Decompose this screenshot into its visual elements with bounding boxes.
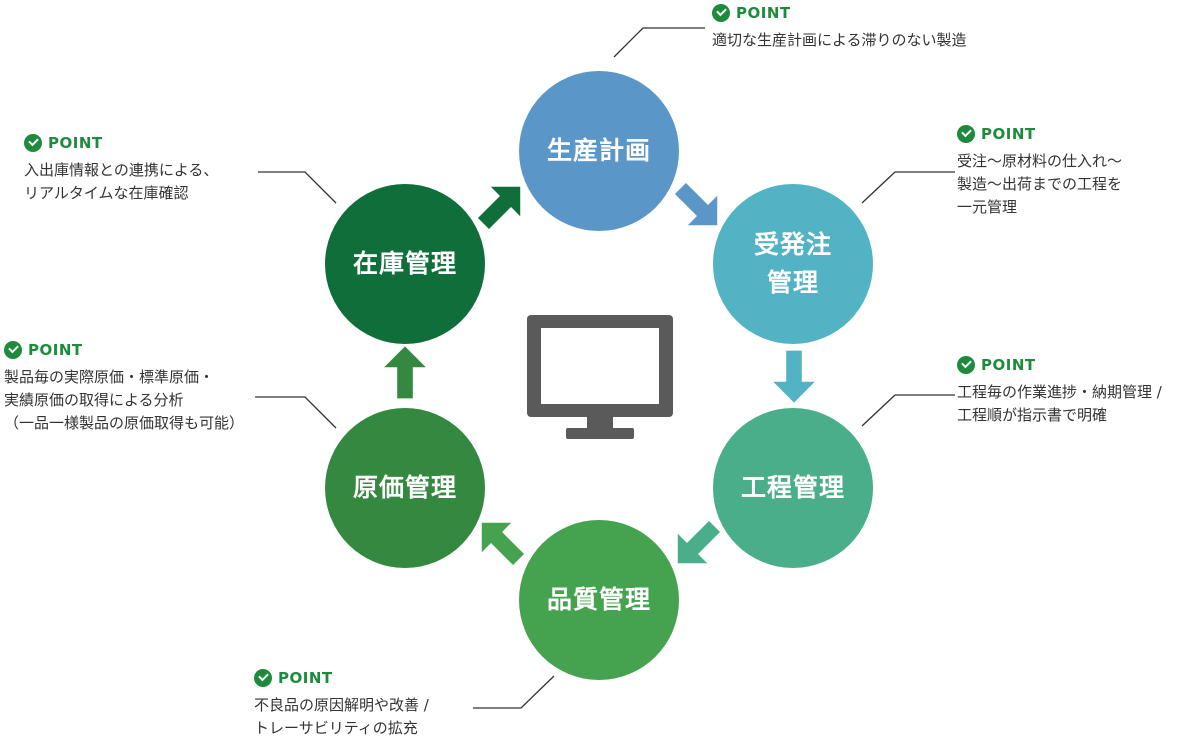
- point-cost-text: 製品毎の実際原価・標準原価・ 実績原価の取得による分析 （一品一様製品の原価取得…: [4, 368, 245, 432]
- stage-order: 受発注 管理: [713, 184, 873, 344]
- stage-stock-label: 在庫管理: [352, 249, 457, 278]
- check-circle-icon: [254, 669, 272, 687]
- point-label: POINT: [981, 356, 1036, 374]
- arrow-process-to-quality: [677, 520, 721, 564]
- leader-line-stock: [258, 171, 337, 204]
- stage-process-label: 工程管理: [740, 473, 845, 502]
- arrow-cost-to-stock: [384, 346, 426, 399]
- point-plan-text: 適切な生産計画による滞りのない製造: [712, 31, 967, 49]
- point-label: POINT: [736, 4, 791, 22]
- arrow-quality-to-cost: [481, 522, 525, 566]
- leader-line-quality: [473, 675, 555, 709]
- stage-plan: 生産計画: [519, 71, 679, 231]
- stage-quality-label: 品質管理: [546, 585, 651, 614]
- point-cost: POINT 製品毎の実際原価・標準原価・ 実績原価の取得による分析 （一品一様製…: [4, 340, 244, 435]
- stage-plan-label: 生産計画: [546, 136, 651, 165]
- arrow-stock-to-plan: [477, 186, 521, 230]
- check-circle-icon: [957, 125, 975, 143]
- point-stock: POINT 入出庫情報との連携による、 リアルタイムな在庫確認: [24, 133, 218, 205]
- point-order-text: 受注～原材料の仕入れ～ 製造～出荷までの工程を 一元管理: [957, 152, 1123, 216]
- stage-cost-label: 原価管理: [352, 473, 457, 502]
- point-process-text: 工程毎の作業進捗・納期管理 / 工程順が指示書で明確: [957, 383, 1162, 424]
- leader-line-process: [861, 394, 955, 427]
- point-plan: POINT 適切な生産計画による滞りのない製造: [712, 3, 967, 52]
- point-quality: POINT 不良品の原因解明や改善 / トレーサビリティの拡充: [254, 668, 429, 740]
- point-stock-text: 入出庫情報との連携による、 リアルタイムな在庫確認: [24, 161, 219, 202]
- stage-stock: 在庫管理: [325, 184, 485, 344]
- point-label: POINT: [48, 134, 103, 152]
- stage-order-label: 受発注 管理: [753, 230, 832, 297]
- point-label: POINT: [981, 125, 1036, 143]
- stage-cost: 原価管理: [325, 408, 485, 568]
- leader-line-plan: [613, 27, 705, 58]
- arrow-order-to-process: [773, 350, 815, 403]
- point-process: POINT 工程毎の作業進捗・納期管理 / 工程順が指示書で明確: [957, 355, 1162, 427]
- monitor-icon: [527, 315, 673, 439]
- point-label: POINT: [28, 341, 83, 359]
- leader-line-cost: [255, 396, 337, 429]
- stage-process: 工程管理: [713, 408, 873, 568]
- point-label: POINT: [278, 669, 333, 687]
- arrow-plan-to-order: [674, 182, 718, 226]
- check-circle-icon: [24, 134, 42, 152]
- check-circle-icon: [957, 356, 975, 374]
- check-circle-icon: [4, 341, 22, 359]
- stage-quality: 品質管理: [519, 520, 679, 680]
- point-quality-text: 不良品の原因解明や改善 / トレーサビリティの拡充: [254, 696, 429, 737]
- point-order: POINT 受注～原材料の仕入れ～ 製造～出荷までの工程を 一元管理: [957, 124, 1122, 219]
- check-circle-icon: [712, 4, 730, 22]
- leader-line-order: [861, 171, 955, 204]
